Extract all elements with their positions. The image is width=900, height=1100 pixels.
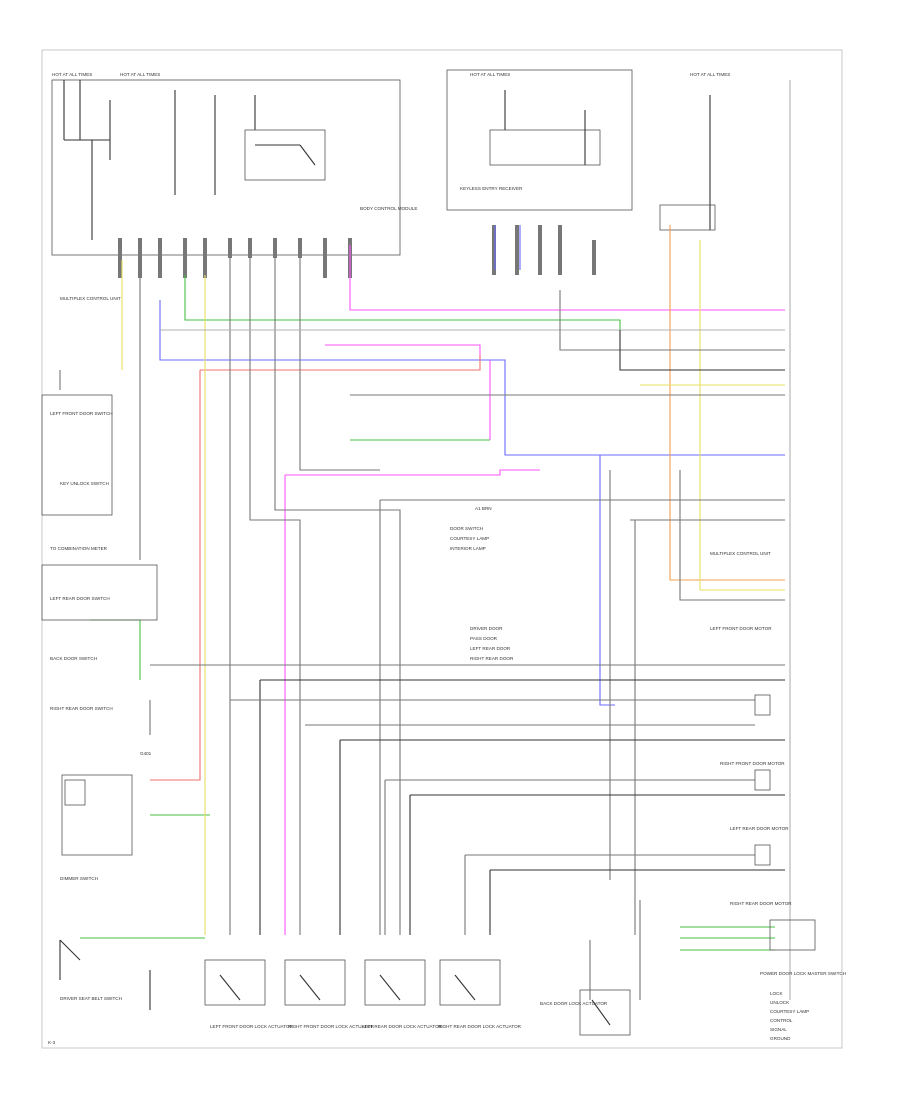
right-label-2: LEFT FRONT DOOR MOTOR [710,626,772,631]
bottom-label-3: LEFT REAR DOOR LOCK ACTUATOR [362,1024,443,1029]
left-label-6: RIGHT REAR DOOR SWITCH [50,706,113,711]
bottom-label-2: RIGHT FRONT DOOR LOCK ACTUATOR [288,1024,375,1029]
note-line-8: RIGHT REAR DOOR [470,656,514,661]
module-box-right [659,80,791,1000]
main-connector-label: MULTIPLEX CONTROL UNIT [60,296,121,301]
header-label-1: HOT AT ALL TIMES [52,72,92,77]
note-line-5: DRIVER DOOR [470,626,503,631]
note-line-3: COURTESY LAMP [450,536,489,541]
connector-row-center [492,225,596,275]
left-label-3: TO COMBINATION METER [50,546,108,551]
diagram-frame [41,49,843,1049]
right-label-6: POWER DOOR LOCK MASTER SWITCH [760,971,846,976]
left-label-9: DRIVER SEAT BELT SWITCH [60,996,122,1001]
module-a-label: BODY CONTROL MODULE [360,206,417,211]
module-box-left: BODY CONTROL MODULE [51,79,417,256]
header-label-2: HOT AT ALL TIMES [120,72,160,77]
right-label-4: LEFT REAR DOOR MOTOR [730,826,789,831]
bottom-label-5: BACK DOOR LOCK ACTUATOR [540,1001,608,1006]
page-number: K-3 [48,1040,56,1045]
left-label-4: LEFT REAR DOOR SWITCH [50,596,110,601]
module-b-label: KEYLESS ENTRY RECEIVER [460,186,523,191]
center-notes: A1 BRN DOOR SWITCH COURTESY LAMP INTERIO… [450,506,514,661]
header-label-3: HOT AT ALL TIMES [470,72,510,77]
header-label-4: HOT AT ALL TIMES [690,72,730,77]
left-label-8: DIMMER SWITCH [60,876,98,881]
left-label-2: KEY UNLOCK SWITCH [60,481,109,486]
connector-row-main: MULTIPLEX CONTROL UNIT [60,238,352,301]
bottom-label-1: LEFT FRONT DOOR LOCK ACTUATOR [210,1024,294,1029]
legend-item-3: COURTESY LAMP [770,1009,809,1014]
note-line-4: INTERIOR LAMP [450,546,486,551]
legend-item-4: CONTROL [770,1018,793,1023]
left-label-7: G401 [140,751,152,756]
right-label-5: RIGHT REAR DOOR MOTOR [730,901,792,906]
left-components: LEFT FRONT DOOR SWITCH KEY UNLOCK SWITCH… [41,394,158,1010]
right-label-1: MULTIPLEX CONTROL UNIT [710,551,771,556]
note-line-7: LEFT REAR DOOR [470,646,511,651]
legend-item-2: UNLOCK [770,1000,790,1005]
wire-harness [59,225,785,1000]
bottom-actuators: LEFT FRONT DOOR LOCK ACTUATOR RIGHT FRON… [204,959,631,1036]
legend: LOCK UNLOCK COURTESY LAMP CONTROL SIGNAL… [770,991,809,1041]
note-line-1: A1 BRN [475,506,492,511]
right-components: MULTIPLEX CONTROL UNIT LEFT FRONT DOOR M… [710,551,846,976]
note-line-6: PASS DOOR [470,636,498,641]
left-label-1: LEFT FRONT DOOR SWITCH [50,411,113,416]
left-label-5: BACK DOOR SWITCH [50,656,97,661]
right-label-3: RIGHT FRONT DOOR MOTOR [720,761,785,766]
bottom-label-4: RIGHT REAR DOOR LOCK ACTUATOR [438,1024,522,1029]
note-line-2: DOOR SWITCH [450,526,483,531]
legend-item-6: GROUND [770,1036,791,1041]
legend-item-5: SIGNAL [770,1027,787,1032]
legend-item-1: LOCK [770,991,783,996]
module-box-center: KEYLESS ENTRY RECEIVER [446,69,633,211]
